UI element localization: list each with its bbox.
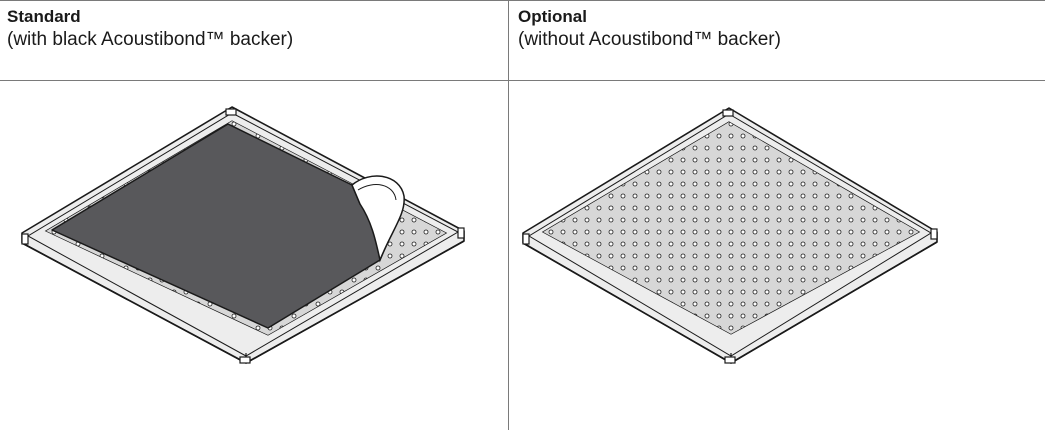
corner-clips	[21, 108, 465, 364]
corner-clips	[522, 109, 938, 364]
header-standard: Standard (with black Acoustibond™ backer…	[7, 6, 293, 52]
optional-subtitle: (without Acoustibond™ backer)	[518, 29, 781, 50]
black-backer	[51, 123, 405, 329]
header-divider	[0, 80, 1045, 81]
perforated-face	[543, 122, 919, 334]
header-optional: Optional (without Acoustibond™ backer)	[518, 6, 781, 52]
optional-title: Optional	[518, 7, 587, 26]
column-divider	[508, 0, 509, 430]
tile-with-backer-illustration	[21, 106, 465, 364]
standard-title: Standard	[7, 7, 81, 26]
table-top-rule	[0, 0, 1045, 1]
standard-subtitle: (with black Acoustibond™ backer)	[7, 29, 294, 50]
tile-without-backer-illustration	[522, 107, 938, 364]
